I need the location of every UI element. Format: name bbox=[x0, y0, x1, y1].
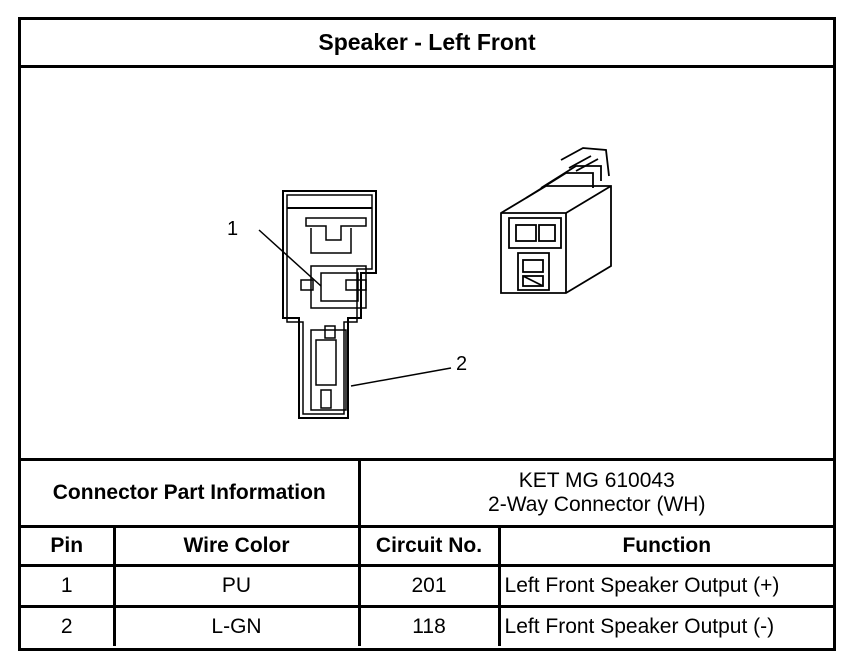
table-header-row: Pin Wire Color Circuit No. Function bbox=[21, 525, 834, 567]
cell-wire-color: L-GN bbox=[112, 605, 361, 646]
connector-illustration bbox=[258, 147, 612, 419]
connector-description: 2-Way Connector (WH) bbox=[488, 493, 706, 516]
callout-2: 2 bbox=[456, 353, 468, 375]
connector-part-number: KET MG 610043 bbox=[518, 469, 675, 492]
diagram-frame: Speaker - Left Front bbox=[18, 17, 836, 651]
header-wire-color: Wire Color bbox=[112, 525, 361, 567]
header-pin: Pin bbox=[21, 525, 116, 567]
table-row: 1 PU 201 Left Front Speaker Output (+) bbox=[21, 564, 834, 608]
connector-info-row: Connector Part Information KET MG 610043… bbox=[21, 458, 834, 528]
cell-pin: 2 bbox=[21, 605, 116, 646]
cell-circuit: 118 bbox=[357, 605, 501, 646]
connector-face-view bbox=[258, 190, 452, 419]
cell-wire-color: PU bbox=[112, 564, 361, 608]
connector-drawing: 1 2 bbox=[21, 68, 833, 458]
table-row: 2 L-GN 118 Left Front Speaker Output (-) bbox=[21, 605, 834, 646]
cell-pin: 1 bbox=[21, 564, 116, 608]
cell-function: Left Front Speaker Output (-) bbox=[497, 605, 834, 646]
header-circuit: Circuit No. bbox=[357, 525, 501, 567]
connector-info-label: Connector Part Information bbox=[21, 458, 361, 528]
header-function: Function bbox=[497, 525, 834, 567]
connector-info-value: KET MG 610043 2-Way Connector (WH) bbox=[357, 458, 834, 528]
callout-1: 1 bbox=[227, 218, 239, 240]
page-title: Speaker - Left Front bbox=[21, 20, 833, 68]
pinout-table: Connector Part Information KET MG 610043… bbox=[21, 458, 834, 646]
cell-circuit: 201 bbox=[357, 564, 501, 608]
connector-isometric-view bbox=[500, 147, 612, 294]
cell-function: Left Front Speaker Output (+) bbox=[497, 564, 834, 608]
